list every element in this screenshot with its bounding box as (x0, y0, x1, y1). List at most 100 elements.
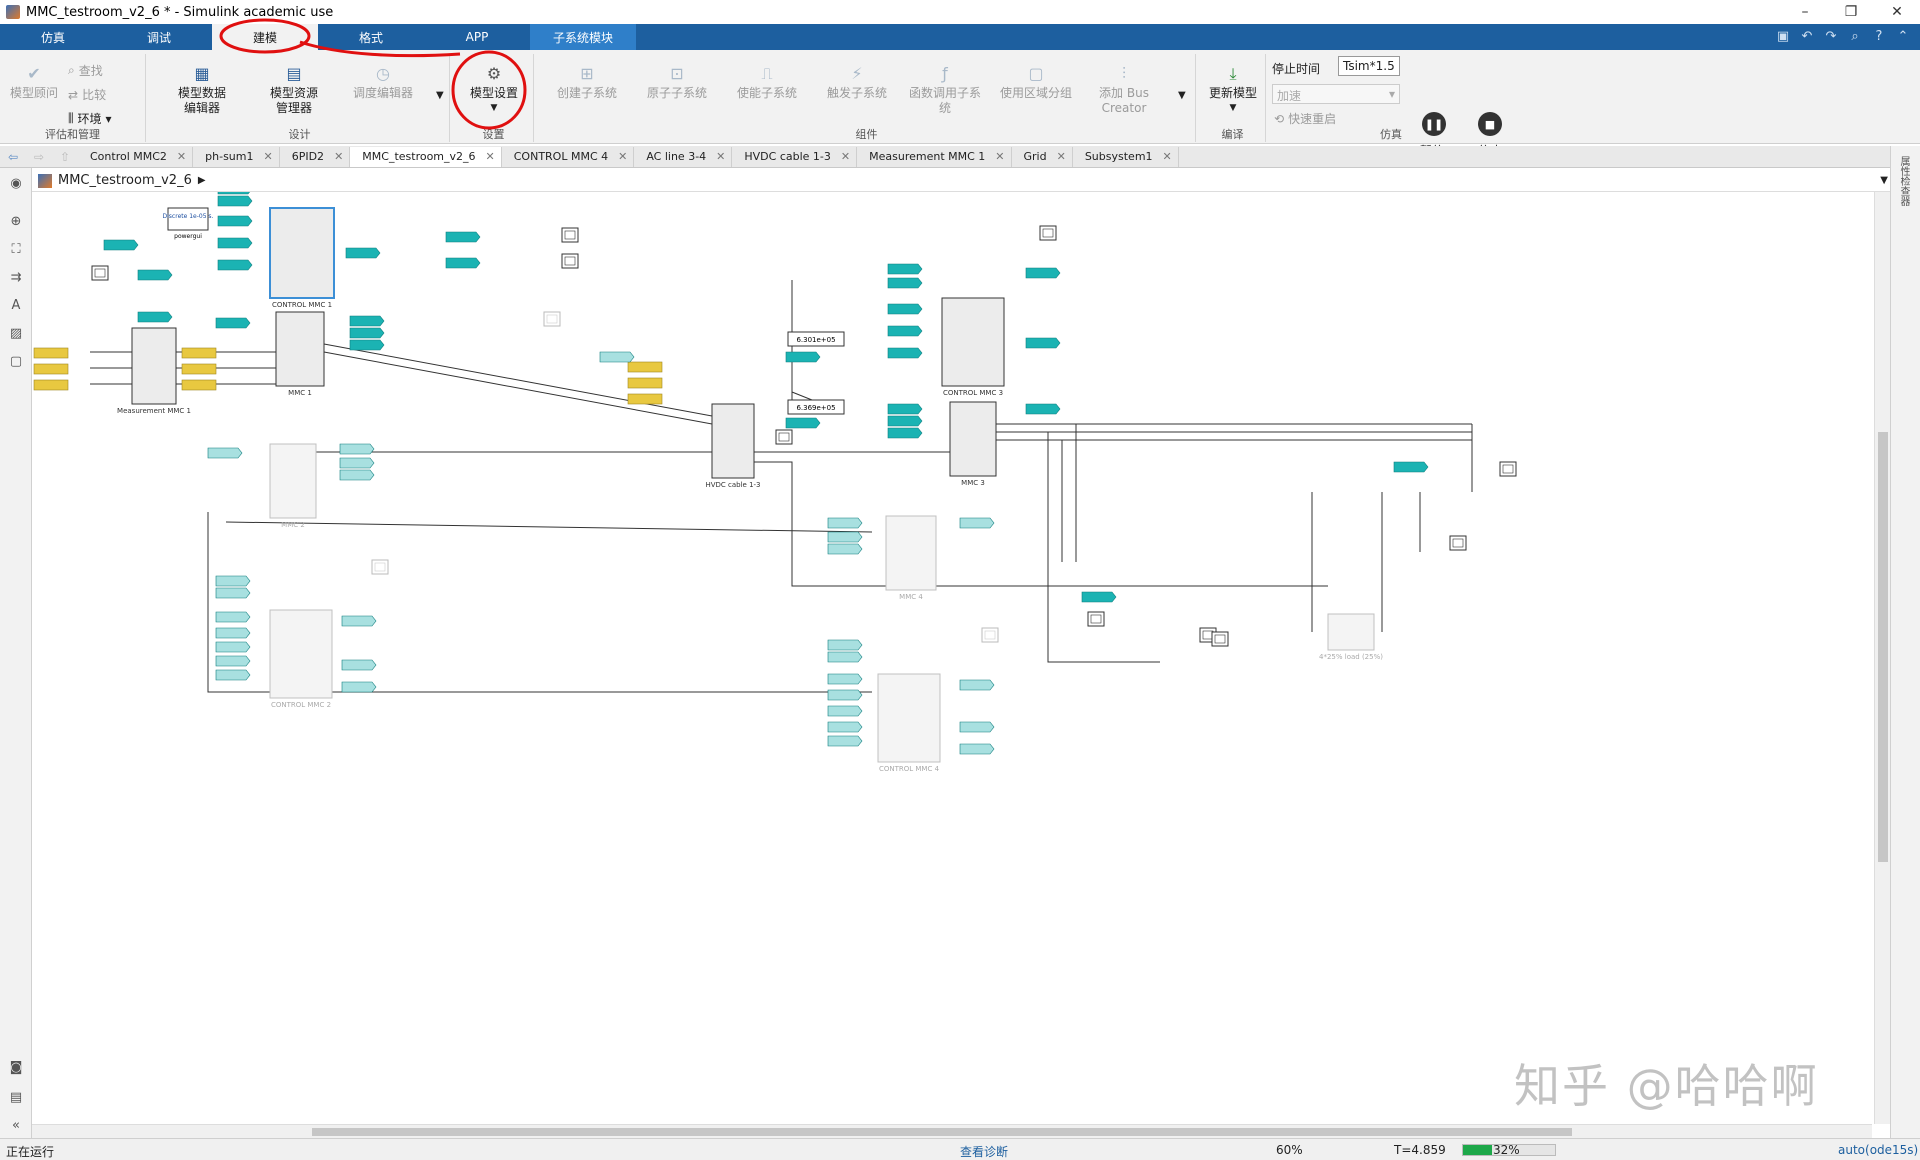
environment-button[interactable]: ⫼环境▾ (68, 111, 112, 126)
horizontal-scrollbar[interactable] (32, 1124, 1872, 1138)
inductor-block[interactable] (33, 379, 69, 391)
goto-tag[interactable] (887, 403, 923, 415)
tab-apps[interactable]: APP (465, 30, 489, 44)
tab-debug[interactable]: 调试 (146, 30, 171, 45)
schedule-editor-button[interactable]: ◷ 调度编辑器 (352, 63, 413, 100)
display-block[interactable]: 6.369e+05 (787, 399, 845, 415)
goto-tag[interactable] (827, 651, 863, 663)
goto-tag[interactable] (1025, 403, 1061, 415)
model-data-editor-button[interactable]: ▦ 模型数据 编辑器 (177, 63, 226, 115)
scroll-thumb[interactable] (1878, 432, 1888, 862)
hide-icon[interactable]: ◉ (10, 175, 22, 191)
camera-icon[interactable]: ◙ (9, 1059, 23, 1075)
inductor-block[interactable] (33, 347, 69, 359)
pause-icon[interactable]: ❚❚ (1422, 112, 1446, 136)
up-icon[interactable]: ⇧ (59, 149, 71, 164)
goto-tag[interactable] (827, 689, 863, 701)
back-icon[interactable]: ⇦ (7, 149, 19, 164)
close-icon[interactable]: ✕ (716, 150, 726, 163)
restore-icon[interactable]: ❐ (1844, 4, 1858, 20)
goto-tag[interactable] (207, 447, 243, 459)
control-mmc2-block[interactable]: CONTROL MMC 2 (269, 609, 333, 709)
goto-tag[interactable] (827, 721, 863, 733)
goto-tag[interactable] (827, 543, 863, 555)
fit-icon[interactable]: ⛶ (11, 241, 21, 257)
goto-tag[interactable] (1025, 337, 1061, 349)
area-group-button[interactable]: ▢使用区域分组 (999, 63, 1072, 100)
close-icon[interactable]: ✕ (1162, 150, 1172, 163)
measurement-mmc1-block[interactable]: Measurement MMC 1 (117, 327, 191, 415)
goto-tag[interactable] (215, 611, 251, 623)
goto-tag[interactable] (827, 639, 863, 651)
goto-tag[interactable] (217, 192, 252, 195)
goto-tag[interactable] (959, 743, 995, 755)
mmc3-block[interactable]: MMC 3 (949, 401, 997, 487)
goto-tag[interactable] (217, 237, 253, 249)
scope-block[interactable] (543, 311, 561, 327)
powergui-block[interactable]: Discrete 1e-05 s.powergui (163, 207, 214, 240)
goto-tag[interactable] (827, 673, 863, 685)
close-icon[interactable]: ✕ (176, 150, 187, 163)
arrow-icon[interactable]: ⇉ (10, 269, 22, 285)
goto-tag[interactable] (785, 417, 821, 429)
goto-tag[interactable] (445, 231, 481, 243)
goto-tag[interactable] (827, 705, 863, 717)
goto-tag[interactable] (339, 469, 375, 481)
goto-tag[interactable] (215, 317, 251, 329)
close-icon[interactable]: ✕ (263, 150, 273, 163)
goto-tag[interactable] (217, 195, 253, 207)
doc-tab-active[interactable]: MMC_testroom_v2_6✕ (350, 146, 502, 167)
scroll-thumb[interactable] (312, 1128, 1572, 1136)
scope-block[interactable] (561, 227, 579, 243)
goto-tag[interactable] (103, 239, 139, 251)
save-icon[interactable]: ▣ (1776, 28, 1790, 44)
scope-block[interactable] (91, 265, 109, 281)
stop-icon[interactable]: ■ (1478, 112, 1502, 136)
scope-block[interactable] (775, 429, 793, 445)
goto-tag[interactable] (339, 457, 375, 469)
area-icon[interactable]: ▢ (9, 353, 23, 369)
goto-tag[interactable] (887, 427, 923, 439)
goto-tag[interactable] (215, 655, 251, 667)
inductor-block[interactable] (181, 347, 217, 359)
goto-tag[interactable] (959, 679, 995, 691)
doc-tab[interactable]: Grid✕ (1011, 146, 1073, 167)
mmc2-block[interactable]: MMC 2 (269, 443, 317, 529)
tab-modeling[interactable]: 建模 (212, 24, 318, 50)
doc-tab[interactable]: CONTROL MMC 4✕ (501, 146, 635, 167)
goto-tag[interactable] (215, 669, 251, 681)
forward-icon[interactable]: ⇨ (33, 149, 45, 164)
goto-tag[interactable] (959, 721, 995, 733)
close-icon[interactable]: ✕ (840, 150, 851, 163)
goto-tag[interactable] (345, 247, 381, 259)
goto-tag[interactable] (887, 347, 923, 359)
find-button[interactable]: ⌕查找 (68, 63, 103, 78)
close-icon[interactable]: ✕ (618, 150, 628, 163)
fast-restart-button[interactable]: ⟲快速重启 (1274, 111, 1337, 127)
model-settings-button[interactable]: ⚙ 模型设置 ▼ (462, 62, 526, 116)
doc-tab[interactable]: AC line 3-4✕ (634, 146, 733, 167)
goto-tag[interactable] (445, 257, 481, 269)
goto-tag[interactable] (341, 615, 377, 627)
help-icon[interactable]: ? (1875, 28, 1883, 44)
goto-tag[interactable] (215, 627, 251, 639)
goto-tag[interactable] (887, 325, 923, 337)
control-mmc4-block[interactable]: CONTROL MMC 4 (877, 673, 941, 773)
goto-tag[interactable] (349, 315, 385, 327)
goto-tag[interactable] (217, 215, 253, 227)
close-icon[interactable]: ✕ (485, 150, 495, 163)
goto-tag[interactable] (349, 327, 385, 339)
add-bus-creator-button[interactable]: ⫶添加 Bus Creator (1099, 63, 1149, 115)
doc-tab[interactable]: ph-sum1✕ (193, 146, 280, 167)
goto-tag[interactable] (599, 351, 635, 363)
goto-tag[interactable] (341, 659, 377, 671)
goto-tag[interactable] (215, 587, 251, 599)
breadcrumb[interactable]: MMC_testroom_v2_6 ▶ ▼ (32, 170, 1896, 192)
load-block[interactable]: 4*25% load (25%) (1319, 613, 1383, 661)
solver-link[interactable]: auto(ode15s) (1838, 1143, 1919, 1157)
goto-tag[interactable] (959, 517, 995, 529)
control-mmc3-block[interactable]: CONTROL MMC 3 (941, 297, 1005, 397)
goto-tag[interactable] (785, 351, 821, 363)
goto-tag[interactable] (1025, 267, 1061, 279)
